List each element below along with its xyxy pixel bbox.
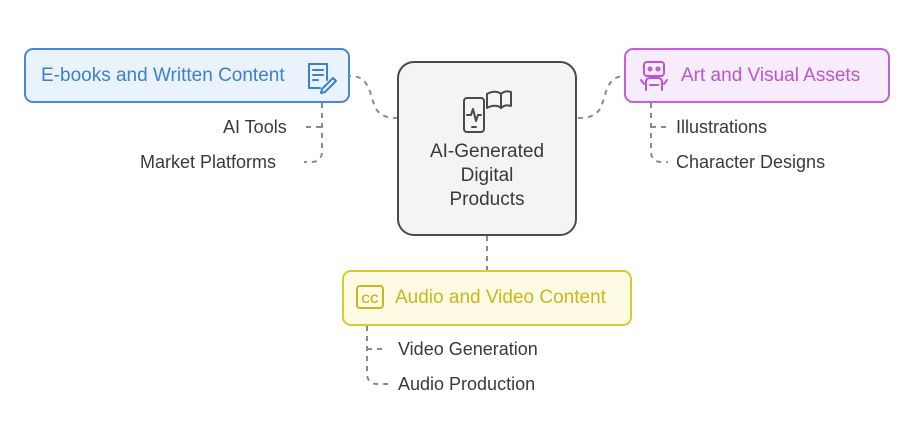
connector-ebooks-item-2 xyxy=(304,103,323,163)
connector-art-item-2 xyxy=(650,103,668,163)
ebooks-node[interactable] xyxy=(24,48,350,103)
closed-caption-icon xyxy=(356,285,384,309)
center-node-label: AI-Generated Digital Products xyxy=(429,141,545,210)
art-item-illustrations: Illustrations xyxy=(676,117,768,137)
ebooks-node-label: E-books and Written Content xyxy=(41,65,285,86)
connector-center-ebooks xyxy=(349,75,399,119)
media-item-video-generation: Video Generation xyxy=(398,339,538,359)
document-edit-icon xyxy=(308,63,337,94)
media-item-audio-production: Audio Production xyxy=(398,374,536,394)
robot-icon xyxy=(640,61,668,91)
connector-center-art xyxy=(577,75,626,119)
connectors xyxy=(304,75,668,385)
connector-media-item-1 xyxy=(366,326,389,385)
center-node xyxy=(397,61,577,236)
art-node-label: Art and Visual Assets xyxy=(681,65,861,86)
art-node[interactable] xyxy=(624,48,890,103)
closed-caption-glyph: CC xyxy=(361,292,379,306)
art-item-character-designs: Character Designs xyxy=(676,152,826,172)
media-node[interactable] xyxy=(342,270,632,326)
media-node-label: Audio and Video Content xyxy=(395,287,606,308)
mobile-book-icon xyxy=(463,90,512,133)
ebooks-item-market-platforms: Market Platforms xyxy=(140,152,277,172)
ebooks-item-ai-tools: AI Tools xyxy=(223,117,287,137)
